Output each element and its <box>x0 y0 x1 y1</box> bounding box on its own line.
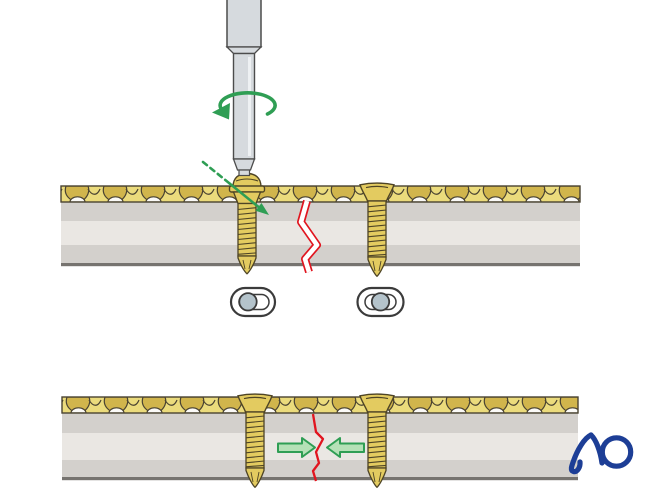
lag-screw-near <box>228 172 266 275</box>
screwdriver-shaft <box>232 52 256 160</box>
screw-hole-cross-section-concentric <box>356 286 405 318</box>
step-illustration-bottom <box>61 393 579 488</box>
compression-arrow-left-icon <box>277 437 316 458</box>
bone-cortex-layer <box>62 413 578 433</box>
bone-medulla-layer <box>61 221 580 245</box>
screwdriver <box>225 0 263 177</box>
screwdriver-collar <box>225 46 263 55</box>
fracture-line-top <box>297 199 321 274</box>
bone-outer-cortex <box>61 396 579 414</box>
screwdriver-tip <box>238 169 251 177</box>
bone-outer-cortex <box>60 185 581 203</box>
fracture-line-bottom <box>311 413 325 482</box>
bone-cortex-layer <box>61 202 580 221</box>
bone-far-cortex-line <box>62 477 578 481</box>
rotation-arrow-icon <box>212 91 277 120</box>
screw-shaft-section <box>370 292 391 312</box>
bone-segment-bottom <box>61 396 579 481</box>
bone-cortex-layer <box>61 245 580 263</box>
bone-far-cortex-line <box>61 263 580 267</box>
bone-segment-top <box>60 185 581 267</box>
compression-arrow-right-icon <box>326 437 365 458</box>
bone-cortex-layer <box>62 460 578 477</box>
insertion-direction-arrow-icon <box>201 160 269 215</box>
step-illustration-top <box>60 0 581 277</box>
screwdriver-handle <box>226 0 262 48</box>
screwdriver-taper <box>232 158 256 171</box>
screw-hole-cross-section-eccentric <box>229 286 277 318</box>
screw-shaft-section <box>238 292 258 312</box>
ao-logo <box>568 432 634 475</box>
